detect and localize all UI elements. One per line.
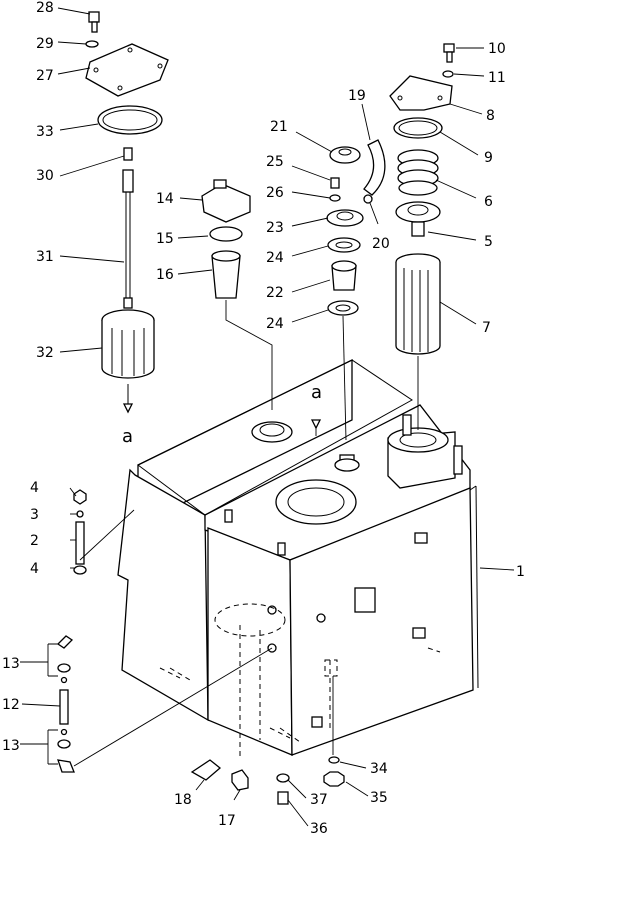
callout-35: 35 — [370, 790, 388, 806]
view-arrow — [310, 419, 322, 430]
callout-17: 17 — [218, 813, 236, 829]
washer-11 — [442, 70, 454, 78]
callout-27: 27 — [36, 68, 54, 84]
callout-12: 12 — [2, 697, 20, 713]
callout-24: 24 — [266, 250, 284, 266]
spring-6 — [397, 149, 439, 196]
callout-9: 9 — [484, 150, 493, 166]
callout-29: 29 — [36, 36, 54, 52]
bottom-parts — [190, 676, 345, 805]
callout-leaders — [20, 7, 515, 827]
view-marker-a: a — [311, 382, 322, 403]
right-upper-parts — [389, 43, 455, 430]
callout-25: 25 — [266, 154, 284, 170]
washer-26 — [329, 194, 341, 202]
callout-4: 4 — [30, 480, 39, 496]
callout-23: 23 — [266, 220, 284, 236]
callout-4: 4 — [30, 561, 39, 577]
callout-14: 14 — [156, 191, 174, 207]
callout-15: 15 — [156, 231, 174, 247]
callout-28: 28 — [36, 0, 54, 16]
bolt-28 — [88, 11, 100, 23]
callout-16: 16 — [156, 267, 174, 283]
callout-34: 34 — [370, 761, 388, 777]
callout-31: 31 — [36, 249, 54, 265]
fitting-17 — [231, 769, 249, 791]
gasket-24a — [327, 237, 361, 253]
bolt-25 — [330, 177, 340, 189]
washer-29 — [85, 40, 99, 48]
cap-14 — [201, 183, 251, 223]
cover-8 — [389, 75, 453, 111]
callout-labels: 1 2 3 4 4 5 6 7 8 9 10 11 12 13 13 14 15… — [2, 0, 525, 837]
callout-24: 24 — [266, 316, 284, 332]
plug-30 — [123, 147, 133, 161]
hose-19 — [363, 139, 386, 196]
callout-7: 7 — [482, 320, 491, 336]
callout-19: 19 — [348, 88, 366, 104]
rod-31-head — [122, 169, 134, 193]
left-side-parts — [56, 489, 273, 773]
callout-20: 20 — [372, 236, 390, 252]
callout-26: 26 — [266, 185, 284, 201]
callout-30: 30 — [36, 168, 54, 184]
callout-13: 13 — [2, 656, 20, 672]
plug-35 — [323, 771, 345, 787]
bolt-10 — [443, 43, 455, 53]
tube-12 — [59, 689, 69, 725]
callout-2: 2 — [30, 533, 39, 549]
o-ring-33 — [97, 105, 163, 135]
washer-37 — [276, 773, 290, 783]
center-parts — [201, 139, 386, 441]
callout-32: 32 — [36, 345, 54, 361]
callout-1: 1 — [516, 564, 525, 580]
callout-36: 36 — [310, 821, 328, 837]
callout-10: 10 — [488, 41, 506, 57]
hydraulic-tank-body — [117, 358, 479, 760]
strainer-16 — [211, 255, 241, 299]
callout-18: 18 — [174, 792, 192, 808]
callout-13: 13 — [2, 738, 20, 754]
left-upper-parts — [85, 11, 169, 414]
callout-5: 5 — [484, 234, 493, 250]
callout-22: 22 — [266, 285, 284, 301]
callout-37: 37 — [310, 792, 328, 808]
view-marker-a: a — [122, 426, 133, 447]
callout-6: 6 — [484, 194, 493, 210]
o-ring-34 — [328, 756, 340, 764]
callout-21: 21 — [270, 119, 288, 135]
callout-8: 8 — [486, 108, 495, 124]
callout-33: 33 — [36, 124, 54, 140]
callout-3: 3 — [30, 507, 39, 523]
clamp-20 — [363, 194, 373, 204]
filter-element-7 — [395, 253, 441, 355]
bolt-36 — [277, 791, 289, 805]
gasket-15 — [209, 226, 243, 242]
gasket-24b — [327, 300, 359, 316]
gauge-tube-2 — [75, 521, 85, 565]
callout-11: 11 — [488, 70, 506, 86]
bracket-18 — [190, 759, 222, 781]
cover-27 — [85, 43, 169, 97]
